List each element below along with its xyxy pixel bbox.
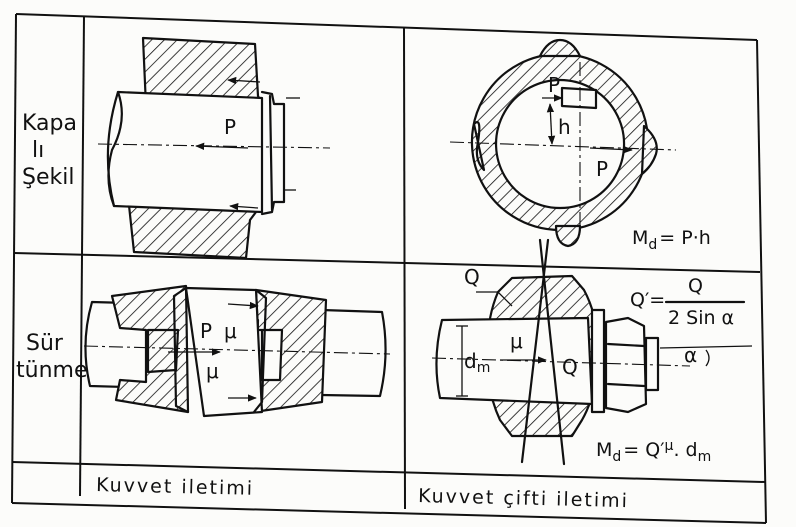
- cone-angle-alpha: α: [684, 343, 697, 367]
- force-label-p: P: [200, 319, 212, 343]
- wedge-key: [184, 286, 264, 418]
- panel-form-fit-couple: P h P Md= P·h: [449, 38, 711, 253]
- table-grid: [11, 13, 767, 524]
- force-arrow: [227, 301, 259, 310]
- center-axis: [431, 357, 691, 367]
- angle-reference-line: [659, 345, 753, 349]
- shaft-break-line: [107, 90, 123, 208]
- center-axis: [83, 345, 391, 355]
- force-arrow: [229, 202, 259, 211]
- ring-lug-top: [538, 38, 582, 58]
- wedge-left: [146, 328, 180, 374]
- row-label-bottom: Sür tünme: [16, 331, 87, 383]
- force-label-p-top: P: [548, 73, 560, 97]
- q-prime-lhs: Q′=: [630, 289, 665, 311]
- thread-end: [644, 336, 660, 392]
- center-axis-horizontal: [449, 141, 677, 151]
- row-label-bottom-line-1: Sür: [26, 331, 64, 356]
- washer: [590, 308, 606, 414]
- caption-force-transmission: Kuvvet iletimi: [96, 474, 254, 500]
- ring-lug-bottom: [554, 224, 582, 248]
- cone-generator: [538, 238, 566, 466]
- arm-label-h: h: [558, 115, 571, 139]
- force-arrow: [195, 142, 249, 150]
- key-block: [560, 86, 598, 110]
- row-label-top: Kapa lı Şekil: [22, 111, 77, 190]
- shaft: [106, 90, 264, 214]
- friction-coefficient-bottom: μ: [206, 359, 219, 383]
- force-label-p-bottom: P: [596, 157, 608, 181]
- axial-force-q: Q: [562, 355, 578, 379]
- center-axis: [97, 143, 331, 149]
- caption-couple-transmission: Kuvvet çifti iletimi: [418, 485, 629, 512]
- q-prime-numerator: Q: [688, 275, 703, 297]
- moment-equation-friction: Md= Q′μ. dm: [596, 438, 711, 465]
- panel-friction-force: P μ μ: [83, 284, 391, 418]
- force-arrow: [227, 76, 261, 85]
- friction-coefficient: μ: [510, 329, 523, 353]
- row-label-top-line-1: Kapa: [22, 111, 77, 136]
- mean-diameter-label: dm: [464, 349, 490, 376]
- row-label-bottom-line-2: tünme: [16, 358, 87, 383]
- force-arrow: [589, 145, 633, 154]
- lever-arm-h: [546, 103, 556, 145]
- row-label-top-line-3: Şekil: [22, 165, 74, 190]
- ring-lug-left: [472, 121, 486, 172]
- axial-force-q-top: Q: [464, 265, 480, 289]
- panel-friction-couple: Q Q′= Q 2 Sin α dm μ Q α Md= Q′μ. dm: [431, 238, 753, 466]
- row-label-top-line-2: lı: [32, 138, 44, 163]
- retaining-ring: [260, 90, 286, 216]
- moment-equation-pxh: Md= P·h: [632, 227, 711, 253]
- q-prime-denominator: 2 Sin α: [668, 307, 734, 329]
- ring-lug-right: [640, 124, 658, 176]
- nut: [604, 316, 648, 414]
- friction-coefficient-top: μ: [224, 319, 237, 343]
- force-label-p: P: [224, 115, 236, 139]
- panel-form-fit-force: P: [97, 36, 331, 260]
